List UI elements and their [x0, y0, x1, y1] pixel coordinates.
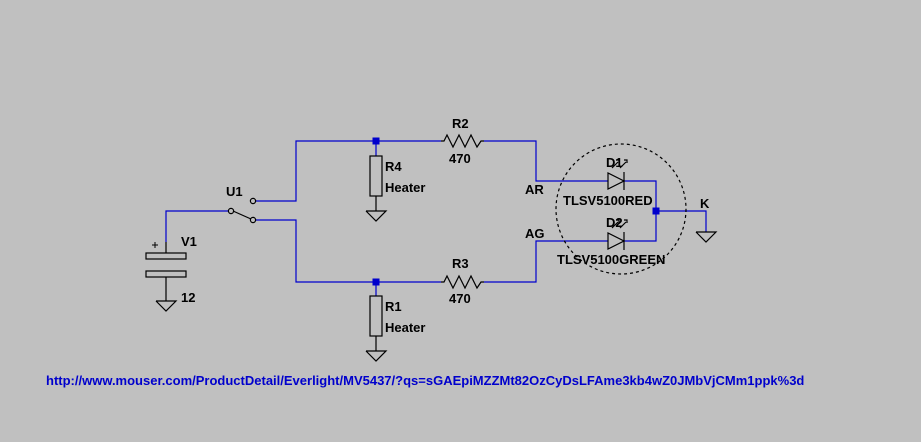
r3-value-label: 470	[449, 291, 471, 306]
wire-battery-to-switch	[165, 210, 229, 242]
resistor-r2	[441, 133, 484, 149]
battery-value-label: 12	[181, 290, 196, 305]
led-package-outline	[555, 143, 687, 275]
resistor-r1	[365, 295, 388, 362]
net-label-k: K	[700, 196, 710, 211]
wire-cathodes	[624, 180, 657, 242]
wire-net-ag	[484, 240, 608, 283]
d1-ref-label: D1	[606, 155, 623, 170]
components	[145, 133, 718, 362]
junctions	[372, 137, 660, 286]
r1-value-label: Heater	[385, 320, 426, 335]
resistor-r4	[365, 155, 388, 222]
led-d2	[607, 219, 628, 250]
d2-ref-label: D2	[606, 215, 623, 230]
wire-switch-top	[256, 140, 441, 202]
wire-net-ar	[484, 140, 608, 182]
resistor-r3	[441, 274, 484, 290]
net-label-ag: AG	[525, 226, 545, 241]
wire-net-k	[656, 210, 707, 232]
switch-u1	[227, 197, 257, 224]
battery-ref-label: V1	[181, 234, 197, 249]
r1-ref-label: R1	[385, 299, 402, 314]
product-link-text: http://www.mouser.com/ProductDetail/Ever…	[46, 373, 805, 388]
r4-ref-label: R4	[385, 159, 402, 174]
r2-value-label: 470	[449, 151, 471, 166]
battery-plus-mark	[152, 242, 158, 248]
switch-ref-label: U1	[226, 184, 243, 199]
junction-dot	[372, 137, 380, 145]
wires	[165, 140, 707, 296]
wire-switch-bottom	[256, 219, 441, 283]
r3-ref-label: R3	[452, 256, 469, 271]
d1-value-label: TLSV5100RED	[563, 193, 653, 208]
junction-dot	[652, 207, 660, 215]
junction-dot	[372, 278, 380, 286]
d2-value-label: TLSV5100GREEN	[557, 252, 666, 267]
r2-ref-label: R2	[452, 116, 469, 131]
r4-value-label: Heater	[385, 180, 426, 195]
ground-k	[695, 231, 718, 243]
led-d1	[607, 159, 628, 190]
net-label-ar: AR	[525, 182, 544, 197]
battery-v1	[145, 242, 187, 312]
